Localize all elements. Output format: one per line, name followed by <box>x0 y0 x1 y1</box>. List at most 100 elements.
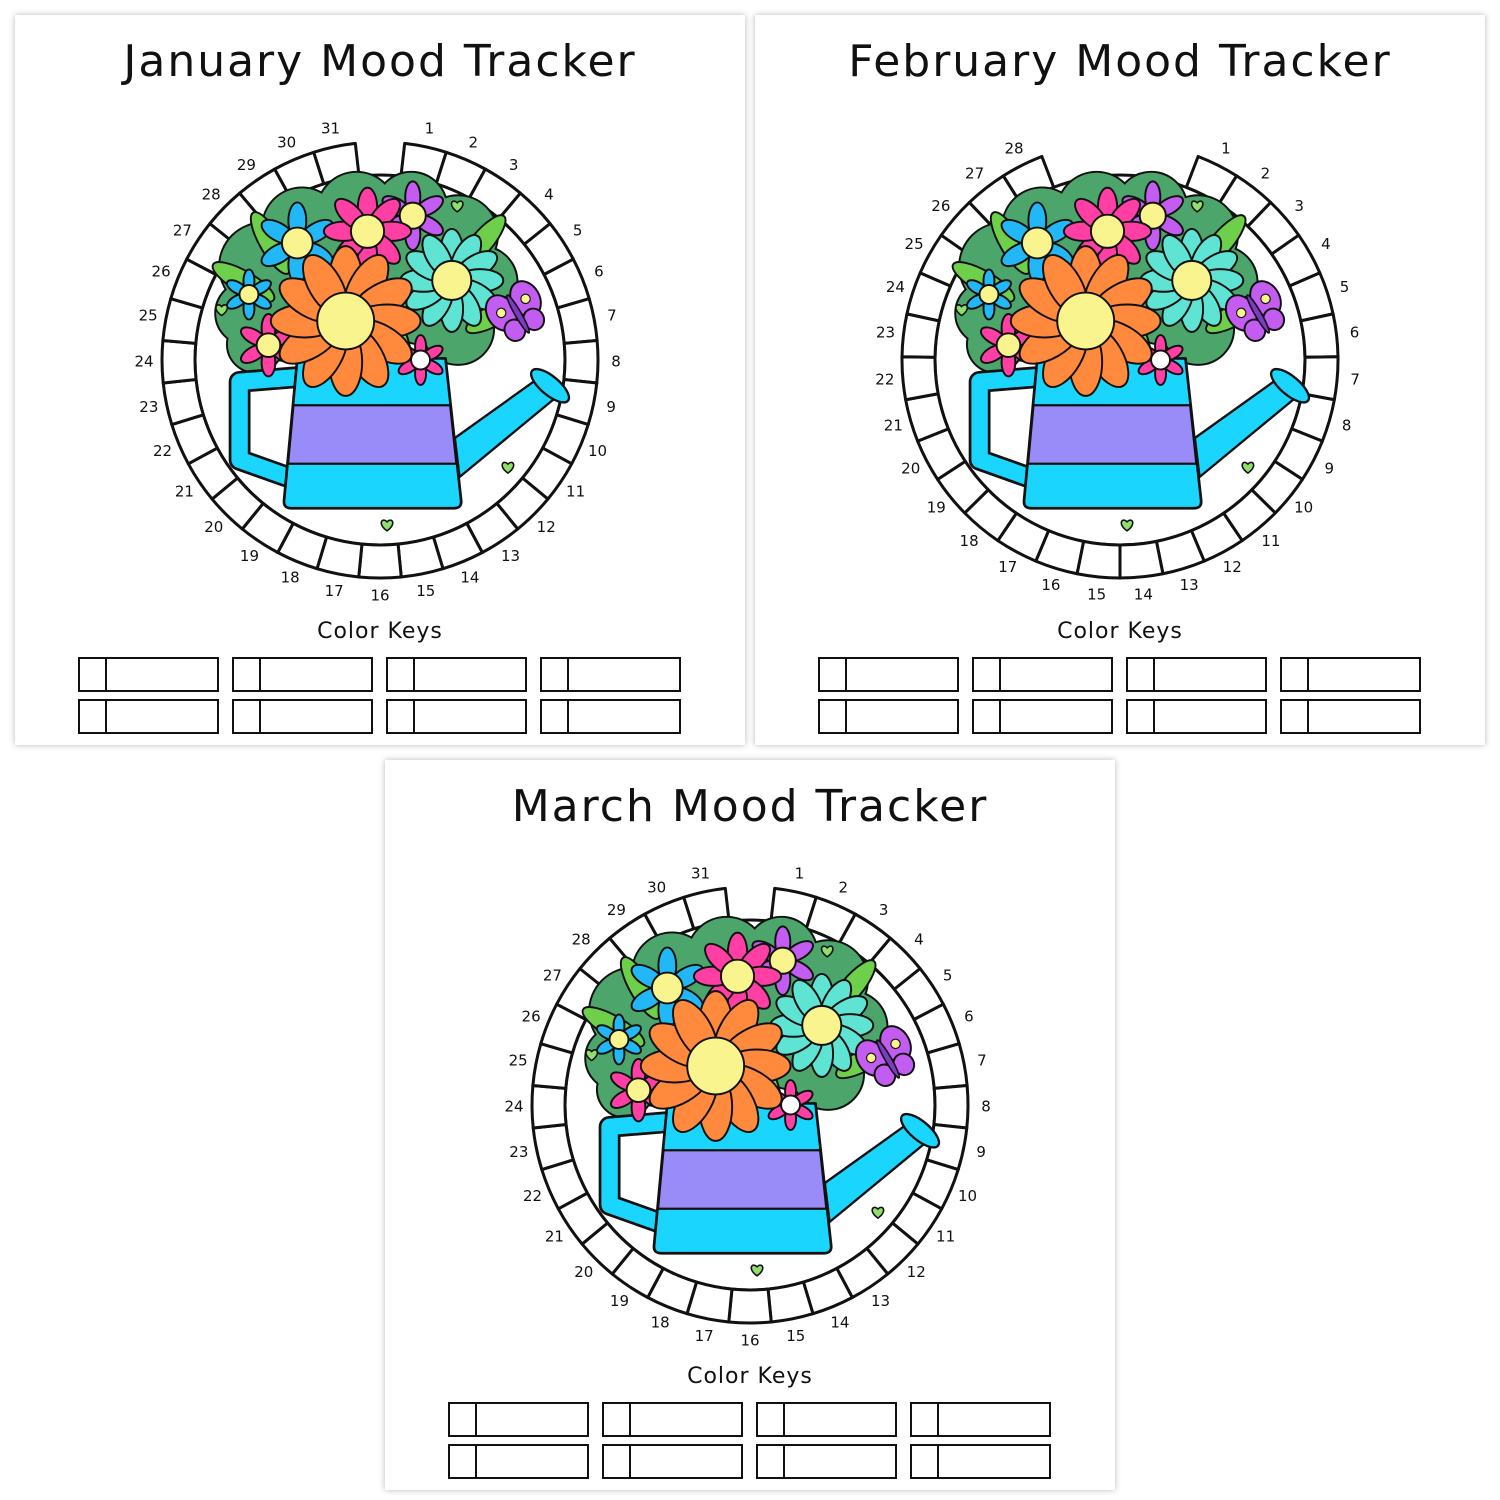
day-label: 18 <box>281 569 300 587</box>
heart-icon <box>1120 519 1134 532</box>
color-key-box[interactable] <box>1126 657 1267 692</box>
color-key-swatch[interactable] <box>234 701 261 732</box>
color-key-box[interactable] <box>602 1402 743 1437</box>
day-cell-14[interactable] <box>1118 539 1165 580</box>
color-keys-label: Color Keys <box>687 1364 813 1389</box>
day-label: 25 <box>139 307 158 325</box>
color-key-swatch[interactable] <box>542 659 569 690</box>
day-cell-23[interactable] <box>531 1122 575 1172</box>
day-label: 12 <box>537 518 556 536</box>
color-key-swatch[interactable] <box>80 659 107 690</box>
color-key-swatch[interactable] <box>542 701 569 732</box>
day-label: 1 <box>1221 140 1231 158</box>
color-key-box[interactable] <box>818 699 959 734</box>
color-key-box[interactable] <box>602 1444 743 1479</box>
day-label: 15 <box>1087 585 1106 603</box>
color-key-swatch[interactable] <box>912 1446 939 1477</box>
day-label: 2 <box>1261 165 1271 183</box>
day-cell-8[interactable] <box>932 1083 970 1130</box>
color-key-swatch[interactable] <box>1128 701 1155 732</box>
day-cell-15[interactable] <box>396 535 445 579</box>
mood-wheel: 1234567891011121314151617181920212223242… <box>875 140 1360 604</box>
color-key-swatch[interactable] <box>450 1404 477 1435</box>
day-label: 3 <box>879 901 889 919</box>
color-key-box[interactable] <box>448 1444 589 1479</box>
color-key-box[interactable] <box>540 699 681 734</box>
color-key-box[interactable] <box>972 657 1113 692</box>
day-cell-16[interactable] <box>357 542 403 580</box>
day-cell-6[interactable] <box>1299 312 1340 359</box>
purple-flower <box>1121 180 1184 251</box>
day-cell-7[interactable] <box>556 297 599 345</box>
color-key-swatch[interactable] <box>974 659 1001 690</box>
teal-flower <box>1139 227 1245 333</box>
color-key-swatch[interactable] <box>450 1446 477 1477</box>
day-label: 13 <box>871 1292 890 1310</box>
color-key-box[interactable] <box>756 1444 897 1479</box>
color-key-swatch[interactable] <box>1128 659 1155 690</box>
color-key-box[interactable] <box>910 1444 1051 1479</box>
day-label: 19 <box>610 1292 629 1310</box>
color-key-swatch[interactable] <box>1282 701 1309 732</box>
color-key-swatch[interactable] <box>604 1404 631 1435</box>
color-key-swatch[interactable] <box>388 659 415 690</box>
day-label: 21 <box>884 416 903 434</box>
color-key-box[interactable] <box>1280 699 1421 734</box>
small-blue-flower <box>225 268 272 321</box>
color-key-box[interactable] <box>540 657 681 692</box>
day-label: 23 <box>876 324 895 342</box>
day-cell-23[interactable] <box>161 377 205 427</box>
day-label: 24 <box>134 352 153 370</box>
day-cell-24[interactable] <box>160 338 198 385</box>
can-stripe <box>1026 404 1198 465</box>
day-label: 16 <box>1041 576 1060 594</box>
color-key-swatch[interactable] <box>1282 659 1309 690</box>
orange-flower <box>639 990 792 1142</box>
color-key-swatch[interactable] <box>974 701 1001 732</box>
day-cell-8[interactable] <box>562 338 600 385</box>
color-key-swatch[interactable] <box>912 1404 939 1435</box>
color-key-swatch[interactable] <box>604 1446 631 1477</box>
day-cell-7[interactable] <box>926 1042 969 1090</box>
color-key-box[interactable] <box>386 657 527 692</box>
color-key-box[interactable] <box>448 1402 589 1437</box>
color-key-box[interactable] <box>756 1402 897 1437</box>
day-cell-15[interactable] <box>766 1280 815 1324</box>
day-label: 27 <box>173 222 192 240</box>
color-key-box[interactable] <box>386 699 527 734</box>
page-title: March Mood Tracker <box>511 781 989 832</box>
day-label: 9 <box>606 398 616 416</box>
day-label: 5 <box>573 222 583 240</box>
color-key-swatch[interactable] <box>234 659 261 690</box>
day-label: 5 <box>1340 278 1350 296</box>
day-label: 24 <box>504 1097 523 1115</box>
day-label: 9 <box>976 1143 986 1161</box>
day-label: 17 <box>998 558 1017 576</box>
day-label: 15 <box>786 1327 805 1345</box>
color-key-swatch[interactable] <box>80 701 107 732</box>
color-key-box[interactable] <box>1126 699 1267 734</box>
color-key-box[interactable] <box>232 699 373 734</box>
day-label: 20 <box>901 460 920 478</box>
day-cell-24[interactable] <box>530 1083 568 1130</box>
color-key-swatch[interactable] <box>758 1404 785 1435</box>
color-key-swatch[interactable] <box>820 701 847 732</box>
color-key-box[interactable] <box>78 699 219 734</box>
color-key-swatch[interactable] <box>758 1446 785 1477</box>
color-key-swatch[interactable] <box>820 659 847 690</box>
heart-icon <box>820 945 834 958</box>
color-key-box[interactable] <box>910 1402 1051 1437</box>
day-cell-16[interactable] <box>727 1287 773 1325</box>
mood-wheel: 1234567891011121314151617181920212223242… <box>504 865 990 1350</box>
color-key-box[interactable] <box>78 657 219 692</box>
color-key-box[interactable] <box>232 657 373 692</box>
day-cell-22[interactable] <box>900 355 940 402</box>
day-label: 27 <box>965 165 984 183</box>
color-key-box[interactable] <box>972 699 1113 734</box>
color-key-swatch[interactable] <box>388 701 415 732</box>
color-key-box[interactable] <box>818 657 959 692</box>
day-label: 4 <box>1321 235 1331 253</box>
color-key-box[interactable] <box>1280 657 1421 692</box>
day-label: 14 <box>830 1314 849 1332</box>
